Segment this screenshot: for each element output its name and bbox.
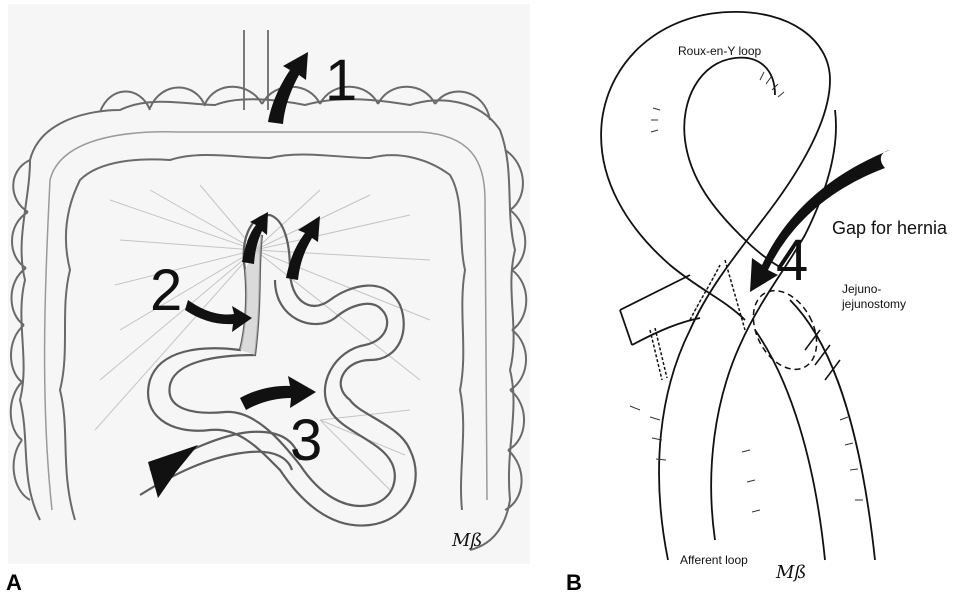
anastomosis-oval <box>741 280 830 380</box>
panel-a-drawing <box>0 0 540 596</box>
label-jejuno-line2: jejunostomy <box>842 297 906 312</box>
fringe-hatching <box>630 72 863 512</box>
label-jejuno: Jejuno- jejunostomy <box>842 282 906 312</box>
label-jejuno-line1: Jejuno- <box>842 282 906 297</box>
marker-4: 4 <box>776 232 808 290</box>
panel-b-roux-en-y-diagram: Roux-en-Y loop Gap for hernia 4 Jejuno- … <box>540 0 968 596</box>
panel-a-colon-illustration: 1 2 3 Mß A <box>0 0 540 596</box>
panel-label-a: A <box>6 570 22 596</box>
marker-1: 1 <box>325 52 357 110</box>
panel-label-b: B <box>566 570 582 596</box>
artist-signature-a: Mß <box>452 530 482 551</box>
label-roux-en-y: Roux-en-Y loop <box>678 44 761 59</box>
marker-2: 2 <box>150 262 182 320</box>
label-afferent-loop: Afferent loop <box>680 553 748 568</box>
roux-loop-outline <box>601 12 875 560</box>
marker-3: 3 <box>290 412 322 470</box>
label-gap-for-hernia: Gap for hernia <box>832 218 947 239</box>
artist-signature-b: Mß <box>776 562 806 583</box>
